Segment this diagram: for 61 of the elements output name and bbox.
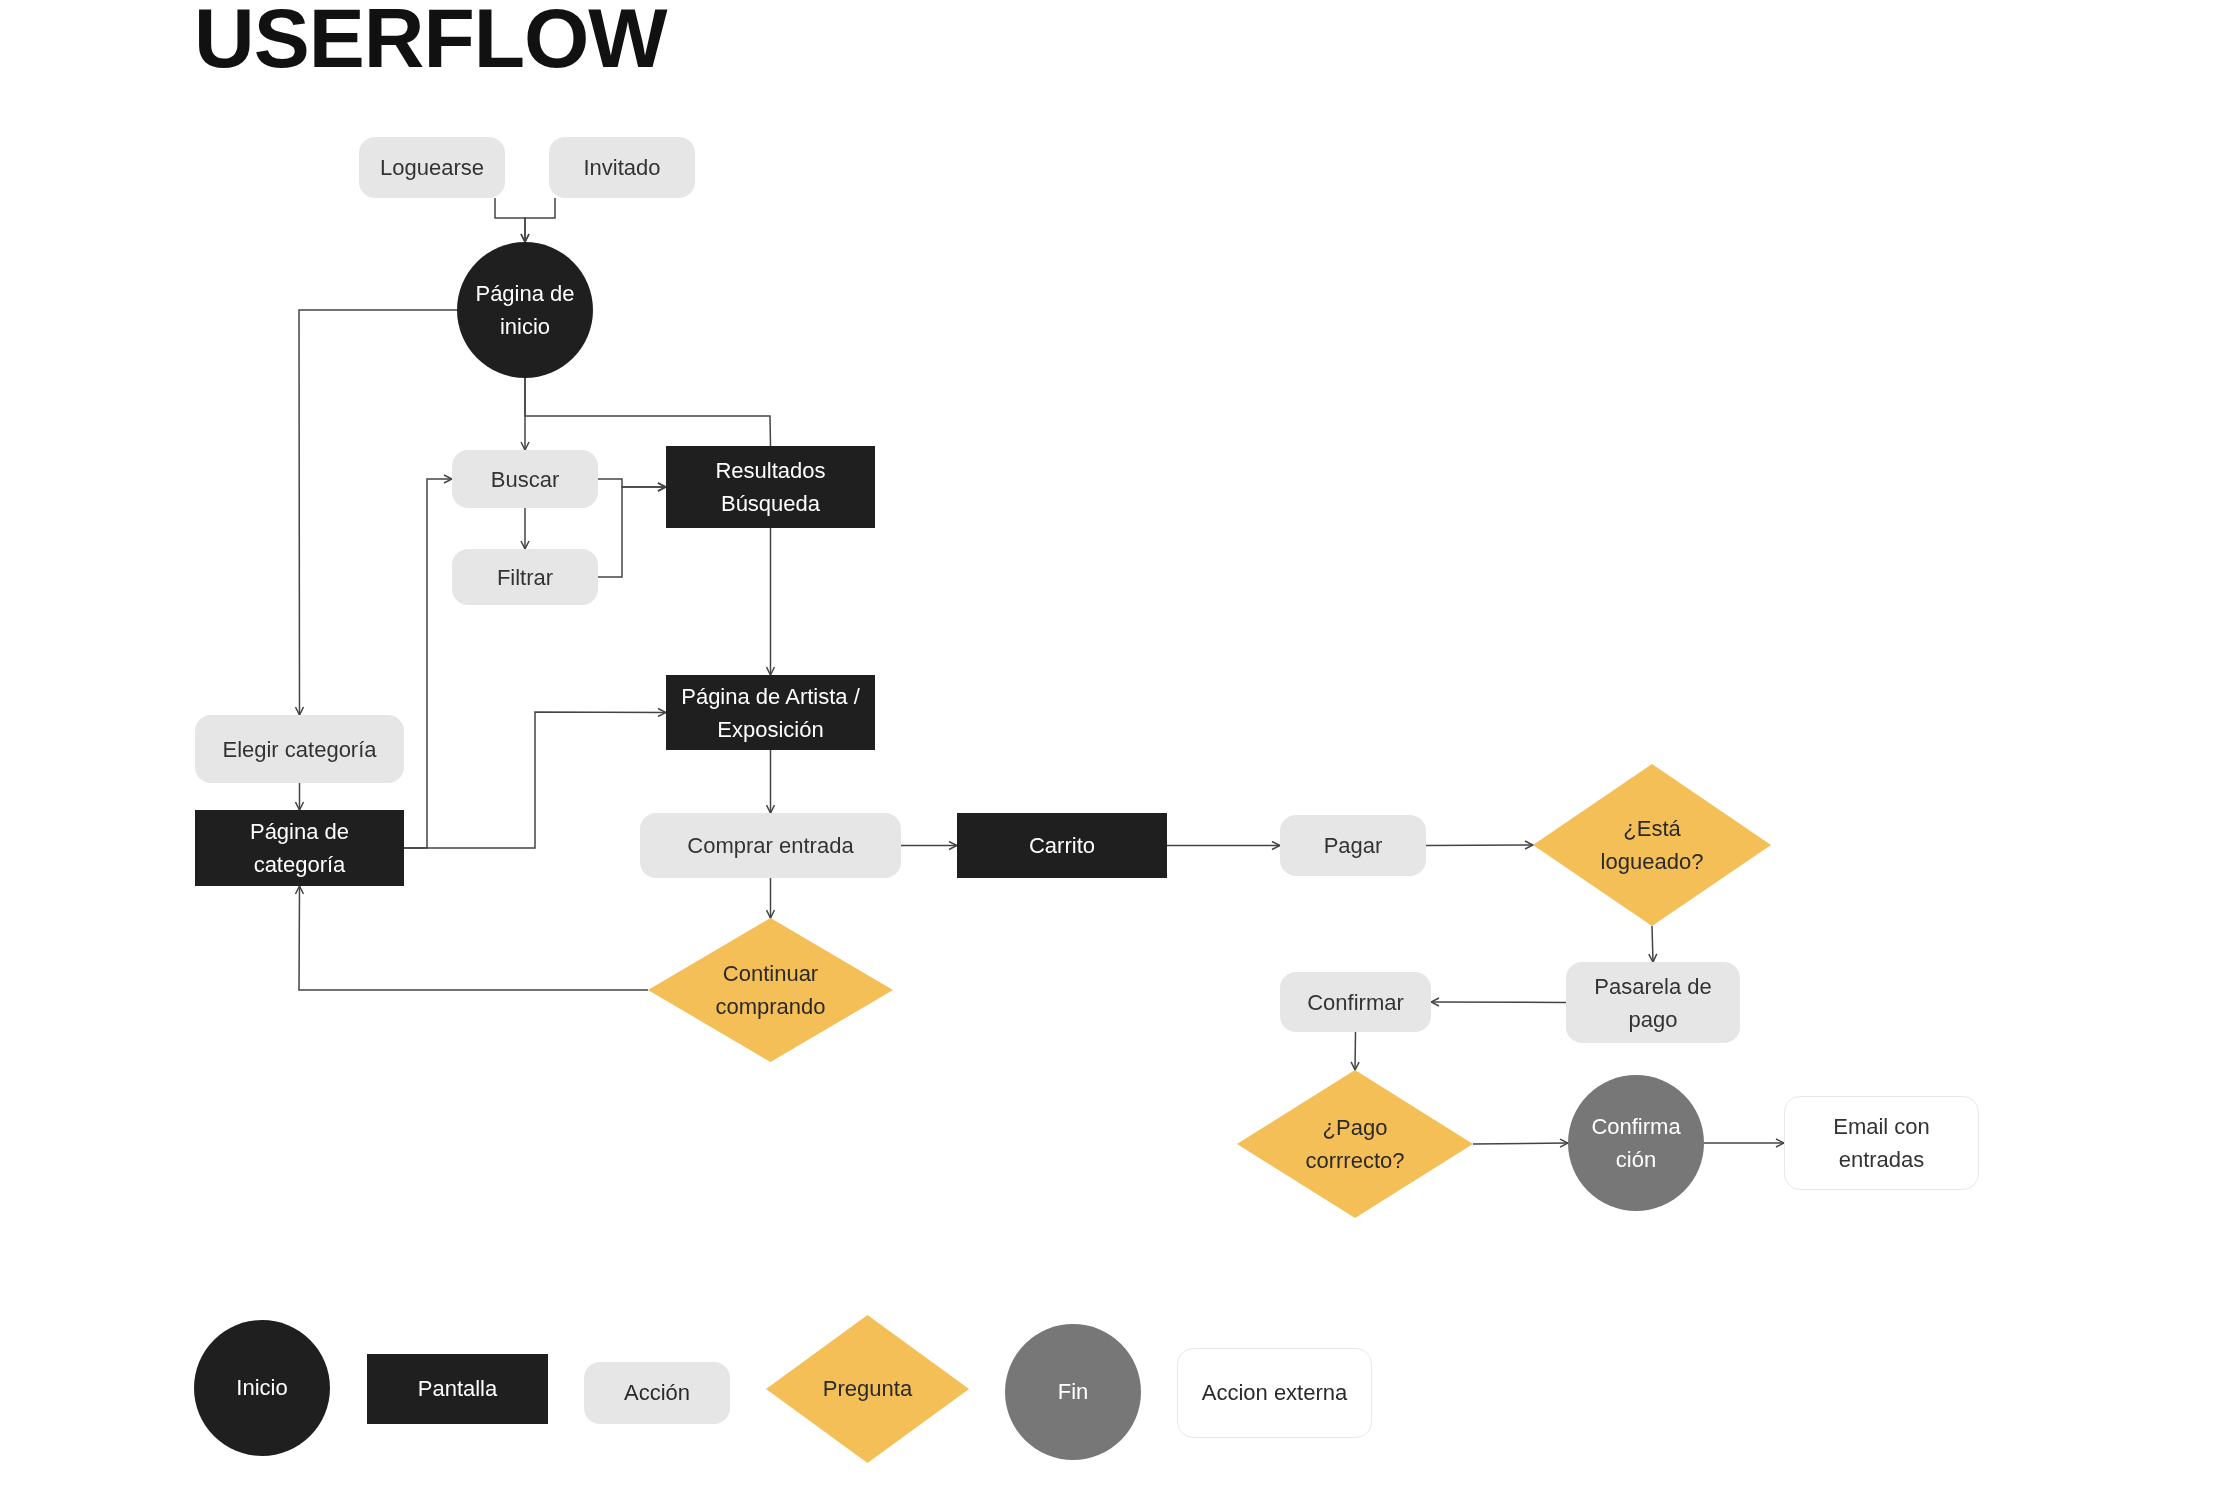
node-label: Filtrar bbox=[496, 563, 554, 592]
decision-diamond bbox=[1237, 1070, 1473, 1218]
legend-label: Inicio bbox=[236, 1375, 288, 1401]
node-label: Página de inicio bbox=[475, 280, 575, 341]
node-label: Página de categoría bbox=[248, 818, 351, 879]
connector-arrow bbox=[765, 749, 776, 814]
node-label: Pagar bbox=[1323, 832, 1383, 860]
node-label: Carrito bbox=[1029, 832, 1095, 860]
connector-arrow bbox=[765, 527, 776, 676]
connector-arrow bbox=[1703, 1138, 1785, 1148]
external-action-box bbox=[1784, 1096, 1979, 1190]
node-label: Página de Artista / Exposición bbox=[680, 682, 861, 744]
diagram-title: USERFLOW bbox=[194, 0, 667, 80]
node-label: Resultados Búsqueda bbox=[714, 457, 827, 518]
connector-arrow bbox=[1648, 925, 1658, 963]
node-label: ¿Pago corrrecto? bbox=[1304, 1114, 1406, 1175]
screen-box bbox=[666, 446, 875, 528]
node-label: Loguearse bbox=[380, 154, 484, 182]
connector-arrow bbox=[294, 782, 305, 811]
node-label: Email con entradas bbox=[1832, 1113, 1931, 1174]
screen-box bbox=[957, 813, 1167, 878]
action-box bbox=[1280, 815, 1426, 876]
connector-arrow bbox=[520, 507, 530, 550]
connector-arrow bbox=[1472, 1138, 1569, 1148]
node-label: Buscar bbox=[490, 465, 560, 494]
connector-arrow bbox=[520, 197, 556, 243]
connector-arrow bbox=[1425, 840, 1534, 850]
node-label: Invitado bbox=[583, 154, 661, 182]
legend-label: Accion externa bbox=[1201, 1380, 1348, 1406]
action-box bbox=[549, 137, 695, 198]
screen-box bbox=[666, 675, 875, 750]
legend-label: Fin bbox=[1057, 1379, 1089, 1405]
connector-arrow bbox=[294, 309, 458, 716]
action-box bbox=[359, 137, 505, 198]
legend-label: Acción bbox=[623, 1380, 690, 1406]
connector-arrow bbox=[1166, 840, 1281, 851]
connector-arrow bbox=[1350, 1031, 1360, 1071]
action-box bbox=[452, 549, 598, 605]
decision-diamond bbox=[648, 918, 893, 1062]
connector-arrow bbox=[403, 707, 667, 849]
node-label: ¿Está logueado? bbox=[1599, 815, 1705, 876]
node-label: Confirmar bbox=[1307, 988, 1404, 1017]
action-box bbox=[1566, 962, 1740, 1043]
node-label: Pasarela de pago bbox=[1593, 972, 1713, 1034]
action-box bbox=[452, 450, 598, 508]
node-label: Confirma ción bbox=[1590, 1113, 1682, 1174]
node-label: Continuar comprando bbox=[714, 960, 827, 1021]
connector-arrow bbox=[765, 877, 776, 919]
screen-box bbox=[195, 810, 404, 886]
legend-label: Pregunta bbox=[822, 1376, 913, 1402]
action-box bbox=[640, 813, 901, 878]
connector-arrow bbox=[1430, 997, 1567, 1007]
node-label: Comprar entrada bbox=[687, 832, 854, 860]
connector-arrow bbox=[294, 885, 649, 991]
legend-label: Pantalla bbox=[417, 1376, 498, 1402]
connector-arrow bbox=[900, 840, 958, 851]
action-box bbox=[1280, 972, 1431, 1032]
action-box bbox=[195, 715, 404, 783]
decision-diamond bbox=[1533, 764, 1771, 926]
node-label: Elegir categoría bbox=[222, 735, 377, 764]
connector-arrow bbox=[597, 482, 667, 578]
